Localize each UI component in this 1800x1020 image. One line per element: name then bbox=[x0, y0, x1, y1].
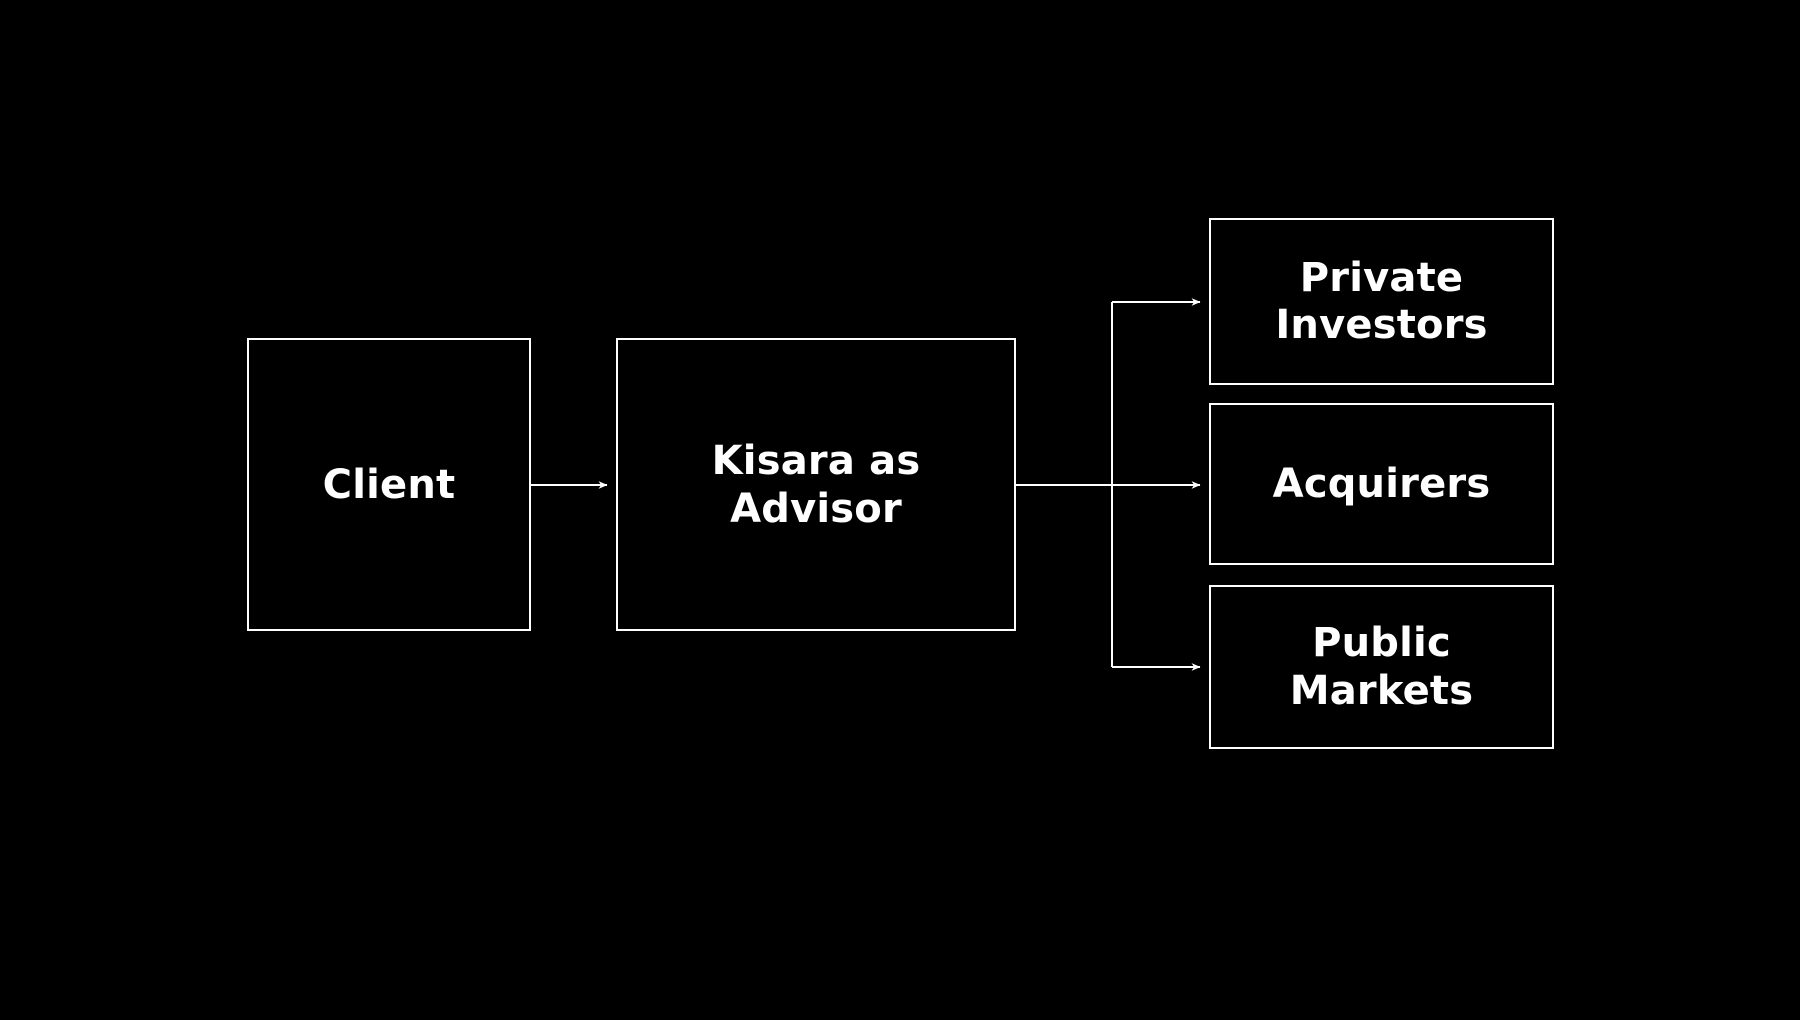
node-public-markets[interactable]: Public Markets bbox=[1209, 585, 1554, 749]
node-advisor-label: Kisara as Advisor bbox=[711, 437, 921, 532]
node-client[interactable]: Client bbox=[247, 338, 531, 631]
node-client-label: Client bbox=[322, 461, 456, 508]
node-advisor[interactable]: Kisara as Advisor bbox=[616, 338, 1016, 631]
node-public-markets-label: Public Markets bbox=[1289, 620, 1474, 714]
node-acquirers-label: Acquirers bbox=[1272, 461, 1491, 507]
node-private-investors-label: Private Investors bbox=[1275, 254, 1488, 348]
node-acquirers[interactable]: Acquirers bbox=[1209, 403, 1554, 565]
node-private-investors[interactable]: Private Investors bbox=[1209, 218, 1554, 385]
